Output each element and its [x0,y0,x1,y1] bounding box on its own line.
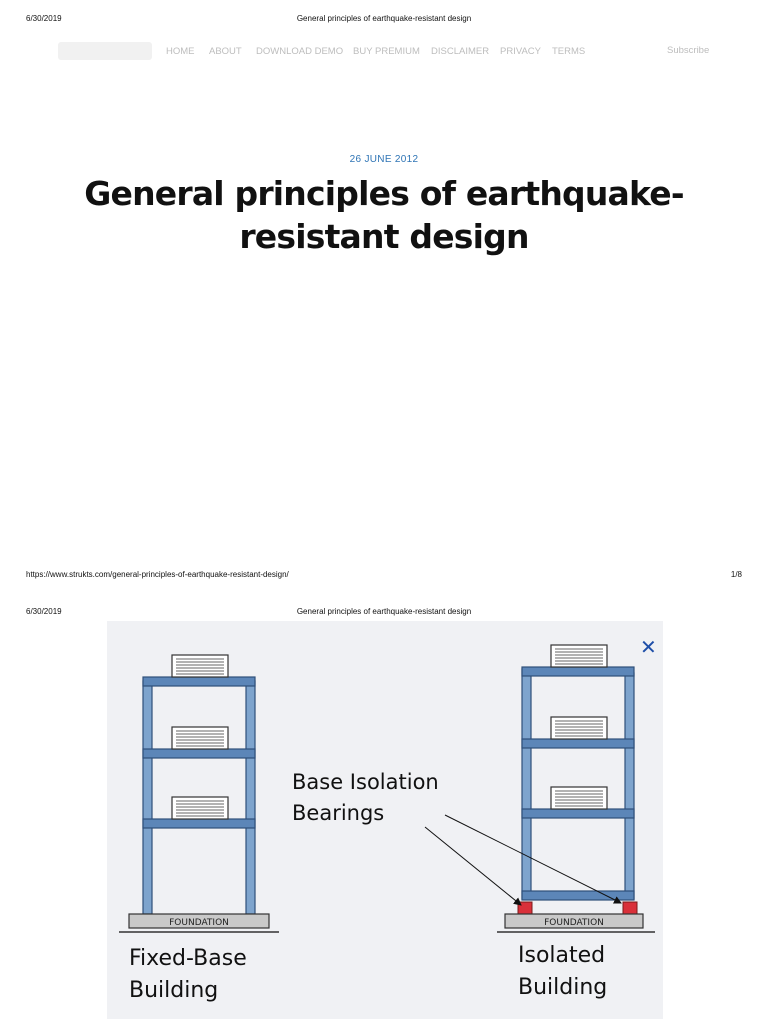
nav-buy-premium[interactable]: BUY PREMIUM [353,46,420,57]
isolated-building: FOUNDATION [497,644,655,933]
isolated-foundation-label: FOUNDATION [544,918,604,928]
site-logo[interactable] [58,42,152,60]
article-date: 26 JUNE 2012 [349,154,419,165]
site-nav: HOME ABOUT DOWNLOAD DEMO BUY PREMIUM DIS… [0,40,768,64]
print-date-page-2: 6/30/2019 [26,607,62,616]
base-isolation-figure: FOUNDATION FOUNDATION Base Iso [107,621,663,1019]
fixed-caption-line-2: Building [129,978,218,1003]
annotation-arrow-left [424,826,522,906]
base-isolation-diagram: FOUNDATION FOUNDATION Base Iso [119,635,657,1003]
annotation-line-1: Base Isolation [292,770,439,794]
nav-home[interactable]: HOME [166,46,195,57]
subscribe-link[interactable]: Subscribe [667,45,710,56]
nav-about[interactable]: ABOUT [209,46,242,57]
annotation-arrow-right [444,814,622,904]
print-date: 6/30/2019 [26,14,62,23]
nav-disclaimer[interactable]: DISCLAIMER [431,46,490,57]
print-title-page-2: General principles of earthquake-resista… [296,607,472,616]
fixed-base-building: FOUNDATION [119,654,279,933]
article-title: General principles of earthquake-resista… [84,174,684,256]
fixed-caption-line-1: Fixed-Base [129,946,247,971]
annotation-line-2: Bearings [292,801,384,825]
print-url: https://www.strukts.com/general-principl… [26,570,289,579]
isolation-bearing-right [622,901,638,915]
close-icon[interactable]: ✕ [640,635,657,659]
print-title: General principles of earthquake-resista… [296,14,472,23]
isolated-caption-line-1: Isolated [518,943,605,968]
nav-privacy[interactable]: PRIVACY [500,46,542,57]
nav-download-demo[interactable]: DOWNLOAD DEMO [256,46,344,57]
print-page-number: 1/8 [730,570,742,579]
isolated-caption-line-2: Building [518,975,607,1000]
nav-terms[interactable]: TERMS [552,46,586,57]
fixed-foundation-label: FOUNDATION [169,918,229,928]
